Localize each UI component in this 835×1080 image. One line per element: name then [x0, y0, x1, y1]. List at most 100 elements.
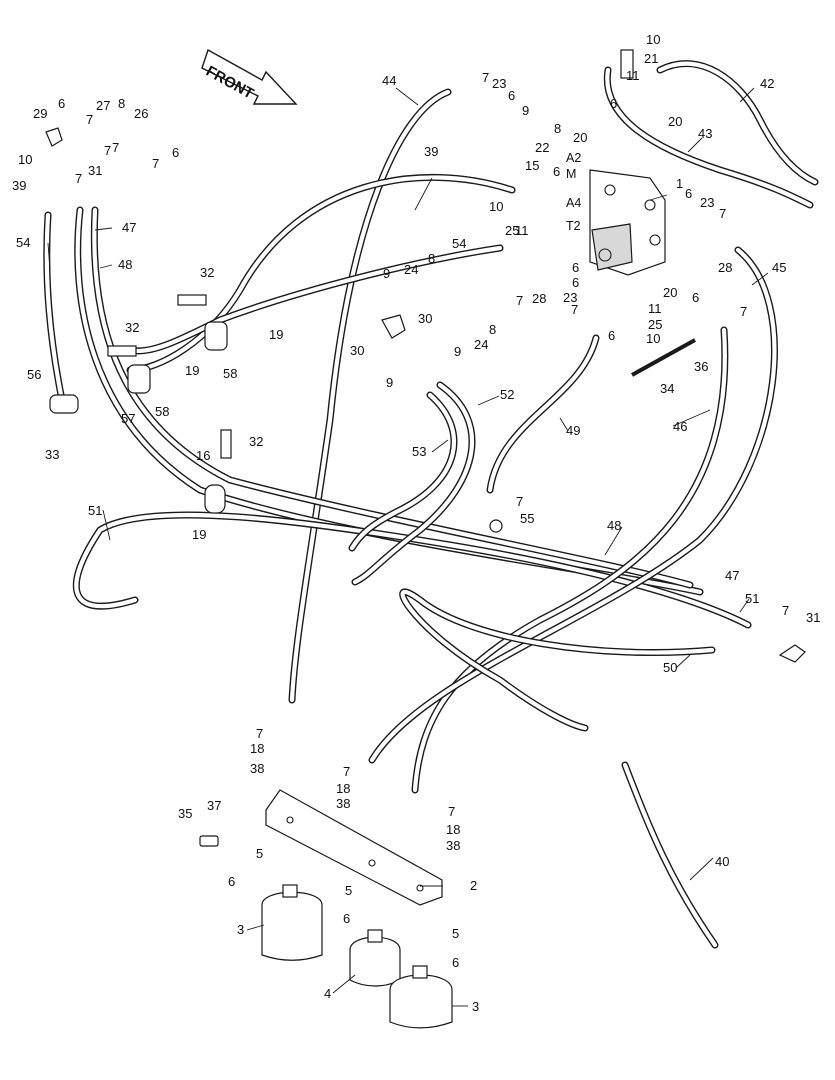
accumulator-4 — [349, 929, 401, 987]
callout-9b: 9 — [383, 266, 390, 281]
hose-50 — [399, 588, 716, 732]
callout-57: 57 — [121, 411, 135, 426]
hose-39 — [126, 173, 516, 374]
port-label-a4: A4 — [566, 196, 581, 210]
callout-54a: 54 — [16, 235, 30, 250]
callout-48b: 48 — [607, 518, 621, 533]
hose-46 — [411, 326, 729, 794]
callout-9d: 9 — [386, 375, 393, 390]
callout-6g: 6 — [572, 275, 579, 290]
callout-7b: 7 — [86, 112, 93, 127]
callout-25a: 25 — [505, 223, 519, 238]
callout-6l: 6 — [452, 955, 459, 970]
callout-56: 56 — [27, 367, 41, 382]
callout-36: 36 — [694, 359, 708, 374]
callout-49: 49 — [566, 423, 580, 438]
callout-4: 4 — [324, 986, 331, 1001]
callout-6h: 6 — [692, 290, 699, 305]
callout-7a: 7 — [482, 70, 489, 85]
callout-37: 37 — [207, 798, 221, 813]
callout-3b: 3 — [472, 999, 479, 1014]
fitting-29 — [45, 127, 63, 147]
callout-30a: 30 — [418, 311, 432, 326]
hose-45 — [368, 246, 778, 764]
callout-5b: 5 — [345, 883, 352, 898]
port-label-t2: T2 — [566, 219, 581, 233]
callout-52: 52 — [500, 387, 514, 402]
callout-8c: 8 — [428, 251, 435, 266]
callout-58a: 58 — [223, 366, 237, 381]
callout-15: 15 — [525, 158, 539, 173]
callout-47b: 47 — [725, 568, 739, 583]
callout-10b: 10 — [18, 152, 32, 167]
callout-7k: 7 — [782, 603, 789, 618]
callout-28a: 28 — [532, 291, 546, 306]
spacer-32-top — [177, 294, 207, 306]
callout-24b: 24 — [474, 337, 488, 352]
callout-7i: 7 — [740, 304, 747, 319]
callout-48a: 48 — [118, 257, 132, 272]
callout-11b: 11 — [515, 223, 529, 238]
callout-31b: 31 — [806, 610, 820, 625]
callout-7f: 7 — [719, 206, 726, 221]
callout-1: 1 — [676, 176, 683, 191]
callout-6b: 6 — [172, 145, 179, 160]
callout-47a: 47 — [122, 220, 136, 235]
port-label-m: M — [566, 167, 576, 181]
spacer-32-low — [220, 429, 232, 459]
hose-44 — [288, 88, 452, 704]
clamp-16 — [204, 484, 226, 514]
callout-7m: 7 — [343, 764, 350, 779]
callout-19a: 19 — [192, 527, 206, 542]
hose-43 — [603, 66, 814, 209]
hose-40 — [621, 761, 719, 949]
callout-51a: 51 — [88, 503, 102, 518]
callout-6d: 6 — [553, 164, 560, 179]
hose-54-vertical — [43, 211, 66, 404]
callout-6j: 6 — [228, 874, 235, 889]
callout-43: 43 — [698, 126, 712, 141]
callout-7c: 7 — [104, 143, 111, 158]
front-direction-arrow: FRONT — [201, 48, 298, 105]
hose-51 — [73, 511, 752, 629]
callout-3a: 3 — [237, 922, 244, 937]
callout-44: 44 — [382, 73, 396, 88]
callout-38c: 38 — [446, 838, 460, 853]
callout-6m: 6 — [608, 328, 615, 343]
callout-2: 2 — [470, 878, 477, 893]
callout-20a: 20 — [573, 130, 587, 145]
callout-7j: 7 — [516, 494, 523, 509]
bolt-34 — [631, 338, 696, 377]
callout-6f: 6 — [572, 260, 579, 275]
callout-8d: 8 — [489, 322, 496, 337]
callout-7n: 7 — [448, 804, 455, 819]
callout-42: 42 — [760, 76, 774, 91]
callout-6i: 6 — [610, 96, 617, 111]
callout-58b: 58 — [155, 404, 169, 419]
callout-55: 55 — [520, 511, 534, 526]
callout-7d: 7 — [152, 156, 159, 171]
callout-16: 16 — [196, 448, 210, 463]
callout-11a: 11 — [626, 68, 640, 83]
callout-7o: 7 — [112, 140, 119, 155]
callout-32b: 32 — [125, 320, 139, 335]
accumulator-3-left — [261, 884, 323, 961]
elbow-30-lower — [381, 314, 406, 339]
hose-48 — [90, 206, 694, 589]
fitting-55 — [489, 519, 503, 533]
callout-39b: 39 — [424, 144, 438, 159]
callout-19c: 19 — [185, 363, 199, 378]
callout-6a: 6 — [58, 96, 65, 111]
callout-40: 40 — [715, 854, 729, 869]
callout-7h: 7 — [571, 302, 578, 317]
callout-46: 46 — [673, 419, 687, 434]
callout-23b: 23 — [700, 195, 714, 210]
callout-53: 53 — [412, 444, 426, 459]
mounting-bracket — [265, 789, 443, 906]
callout-5c: 5 — [452, 926, 459, 941]
callout-25b: 25 — [648, 317, 662, 332]
fitting-21 — [620, 49, 634, 79]
callout-7e: 7 — [75, 171, 82, 186]
